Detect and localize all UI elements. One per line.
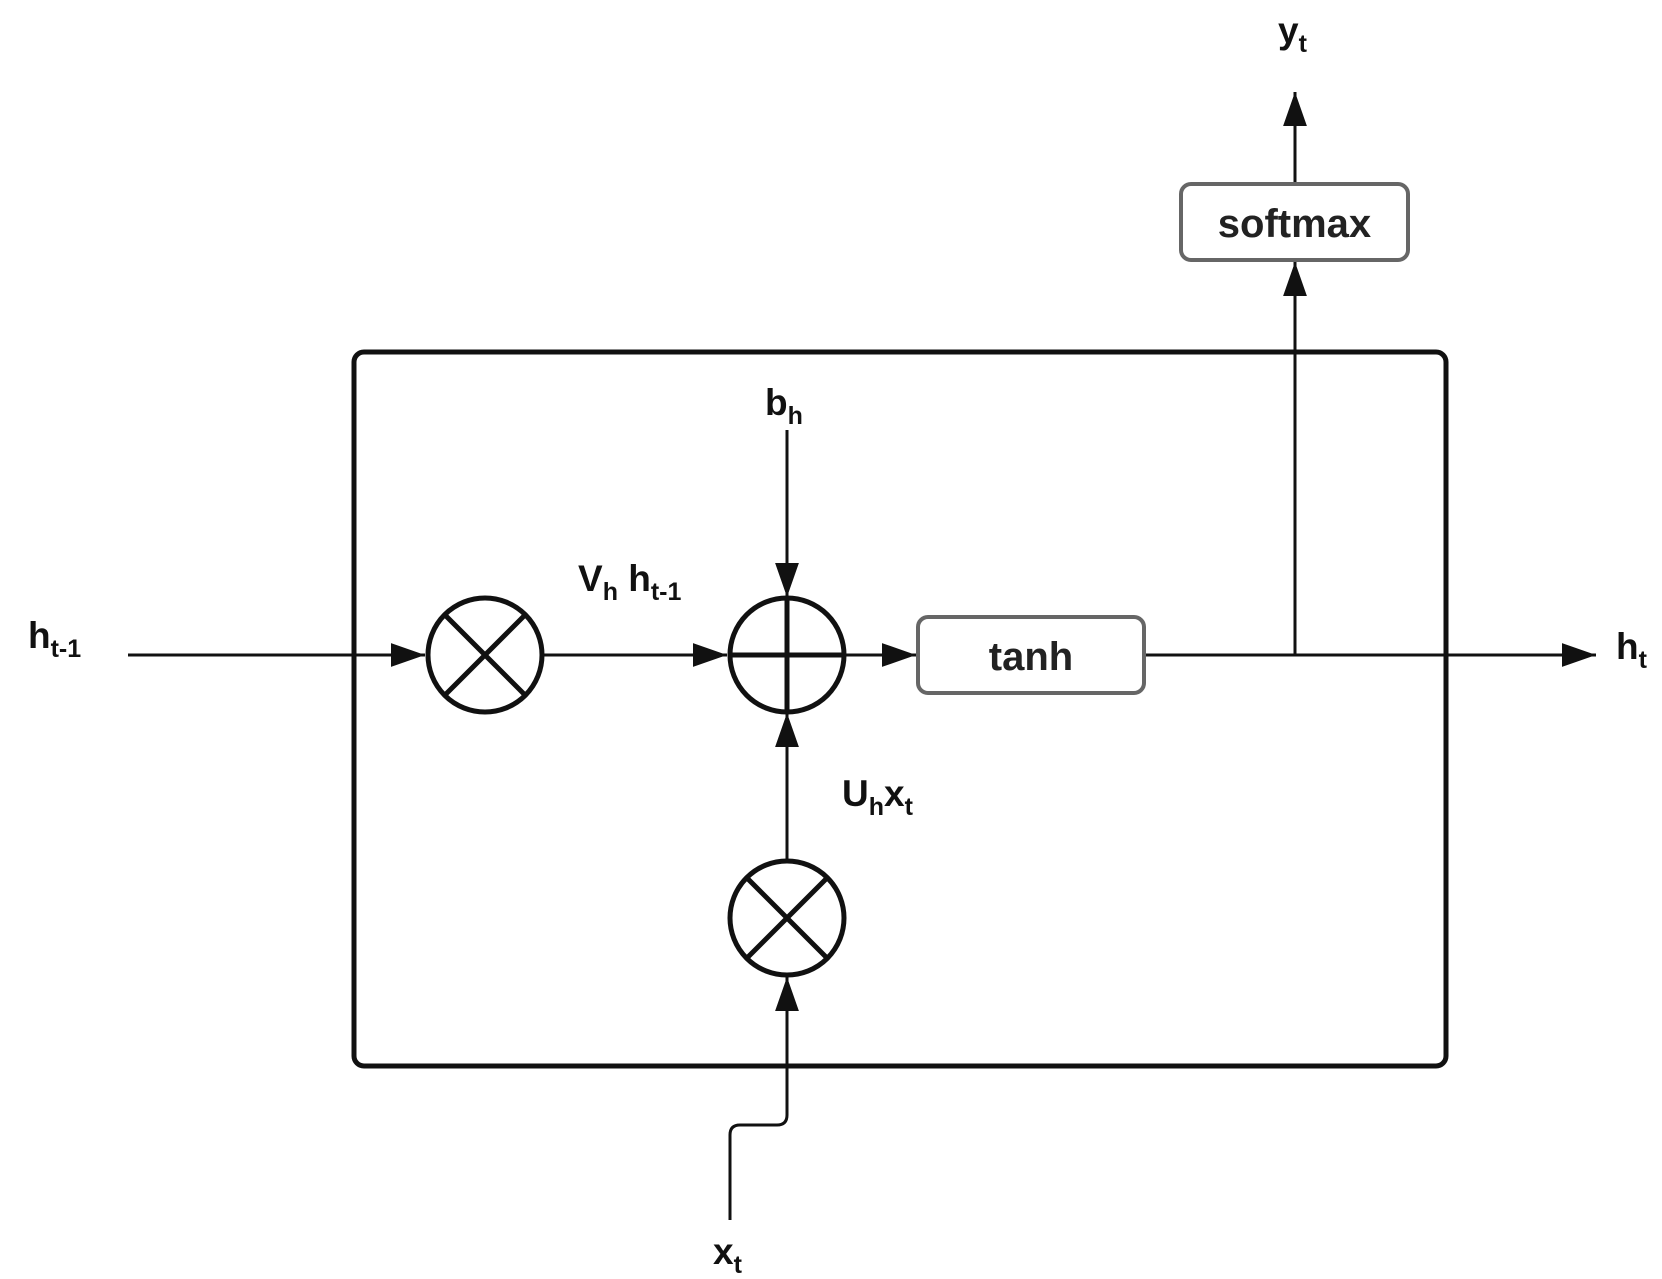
h-prev-label: ht-1 [28, 615, 82, 663]
softmax-block [1179, 182, 1410, 262]
multiply-node-input [727, 858, 847, 978]
vh-term-label: Vh ht-1 [578, 558, 682, 606]
multiply-node-recurrent [425, 595, 545, 715]
y-out-label: yt [1278, 10, 1307, 58]
h-out-label: ht [1616, 626, 1647, 674]
tanh-block [916, 615, 1146, 695]
x-input-arrow [728, 977, 799, 1220]
rnn-cell-box [351, 349, 1449, 1069]
tanh-label: tanh [988, 635, 1074, 679]
x-input-label: xt [713, 1231, 742, 1279]
add-node [727, 595, 847, 715]
bias-label: bh [765, 382, 803, 430]
uh-term-label: Uhxt [842, 773, 913, 821]
softmax-label: softmax [1217, 202, 1372, 246]
